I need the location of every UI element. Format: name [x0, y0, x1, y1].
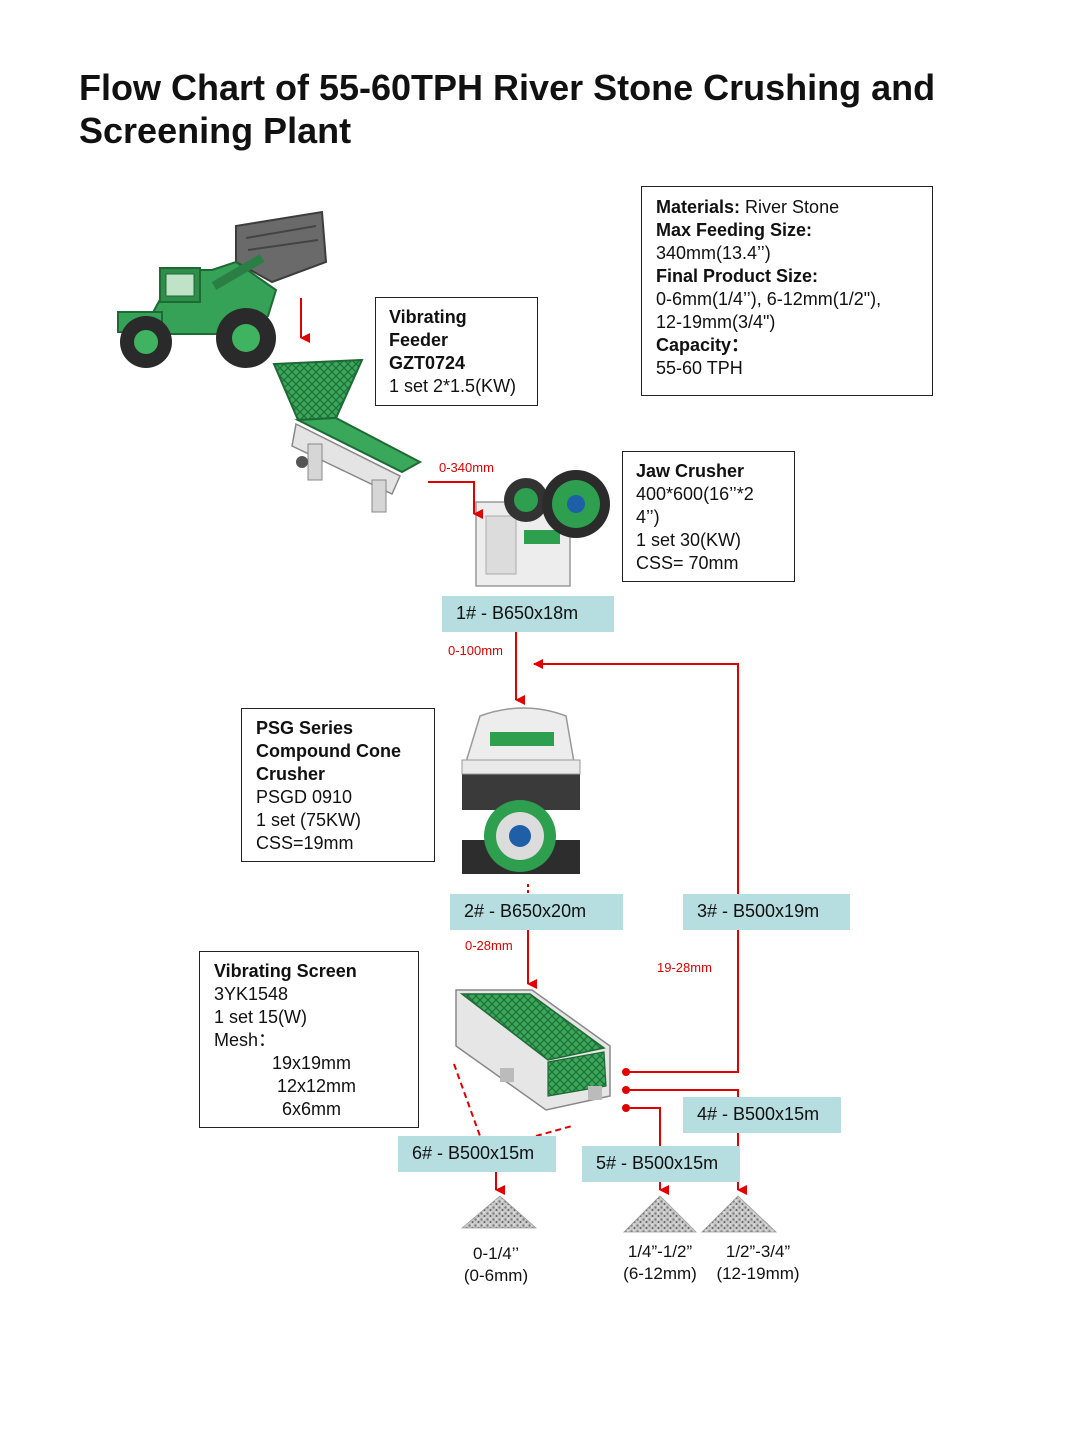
cone-spec: 1 set (75KW) — [256, 810, 362, 830]
cone-model: PSGD 0910 — [256, 787, 353, 807]
screen-model: 3YK1548 — [214, 984, 289, 1004]
jaw-size-1: 400*600(16’’*2 — [636, 484, 754, 504]
capacity-value: 55-60 TPH — [656, 358, 743, 378]
flow-label-0-100: 0-100mm — [448, 643, 503, 658]
feeder-label-box: Vibrating Feeder GZT0724 1 set 2*1.5(KW) — [375, 297, 538, 406]
flow-label-0-340: 0-340mm — [439, 460, 494, 475]
screen-name: Vibrating Screen — [214, 961, 357, 981]
cone-name-2: Compound Cone — [256, 741, 401, 761]
feeder-spec: 1 set 2*1.5(KW) — [389, 376, 517, 396]
product-12-19mm-line1: 1/2”-3/4” — [725, 1242, 791, 1261]
materials-label: Materials: — [656, 197, 741, 217]
screen-mesh-2: 12x12mm — [277, 1076, 357, 1096]
jaw-name: Jaw Crusher — [636, 461, 745, 481]
screen-outlet-dots — [622, 1068, 630, 1112]
product-6-12mm-line1: 1/4”-1/2” — [627, 1242, 693, 1261]
capacity-label: Capacity： — [656, 335, 750, 355]
final-size-value-1: 0-6mm(1/4’’), 6-12mm(1/2"), — [656, 289, 882, 309]
info-box: Materials: River Stone Max Feeding Size:… — [641, 186, 933, 396]
vibrating-feeder-icon — [272, 358, 423, 513]
belt-3: 3# - B500x19m — [683, 894, 850, 930]
product-12-19mm: 1/2”-3/4” (12-19mm) — [702, 1241, 814, 1285]
flow-label-0-28: 0-28mm — [465, 938, 513, 953]
page-title: Flow Chart of 55-60TPH River Stone Crush… — [79, 67, 936, 151]
screen-mesh-label: Mesh： — [214, 1030, 277, 1050]
final-size-label: Final Product Size: — [656, 266, 819, 286]
product-0-6mm-line2: (0-6mm) — [463, 1266, 529, 1285]
cone-name-3: Crusher — [256, 764, 326, 784]
product-6-12mm-line2: (6-12mm) — [623, 1264, 697, 1283]
cone-crusher-icon — [461, 707, 581, 874]
cone-crusher-label-box: PSG Series Compound Cone Crusher PSGD 09… — [241, 708, 435, 862]
belt-6: 6# - B500x15m — [398, 1136, 556, 1172]
vibrating-screen-icon — [455, 989, 611, 1111]
jaw-css: CSS= 70mm — [636, 553, 739, 573]
cone-css: CSS=19mm — [256, 833, 354, 853]
product-0-6mm-line1: 0-1/4’’ — [473, 1244, 519, 1263]
feeder-name-2: Feeder — [389, 330, 449, 350]
jaw-spec: 1 set 30(KW) — [636, 530, 742, 550]
cone-name-1: PSG Series — [256, 718, 354, 738]
final-size-value-2: 12-19mm(3/4") — [656, 312, 776, 332]
product-6-12mm: 1/4”-1/2” (6-12mm) — [610, 1241, 710, 1285]
product-12-19mm-line2: (12-19mm) — [716, 1264, 800, 1283]
feeder-name-1: Vibrating — [389, 307, 467, 327]
screen-mesh-1: 19x19mm — [272, 1053, 352, 1073]
screen-label-box: Vibrating Screen 3YK1548 1 set 15(W) Mes… — [199, 951, 419, 1128]
max-feed-label: Max Feeding Size: — [656, 220, 813, 240]
jaw-size-2: 4’’) — [636, 507, 660, 527]
max-feed-value: 340mm(13.4’’) — [656, 243, 771, 263]
stone-pile-icon — [460, 1195, 778, 1233]
belt-4: 4# - B500x15m — [683, 1097, 841, 1133]
wheel-loader-icon — [117, 210, 328, 368]
feeder-model: GZT0724 — [389, 353, 466, 373]
materials-value: River Stone — [740, 197, 840, 217]
flow-label-19-28: 19-28mm — [657, 960, 712, 975]
jaw-crusher-label-box: Jaw Crusher 400*600(16’’*2 4’’) 1 set 30… — [622, 451, 795, 582]
belt-5: 5# - B500x15m — [582, 1146, 740, 1182]
screen-mesh-3: 6x6mm — [282, 1099, 342, 1119]
belt-2: 2# - B650x20m — [450, 894, 623, 930]
screen-spec: 1 set 15(W) — [214, 1007, 308, 1027]
jaw-crusher-icon — [475, 470, 610, 587]
belt-1: 1# - B650x18m — [442, 596, 614, 632]
product-0-6mm: 0-1/4’’ (0-6mm) — [440, 1243, 552, 1287]
